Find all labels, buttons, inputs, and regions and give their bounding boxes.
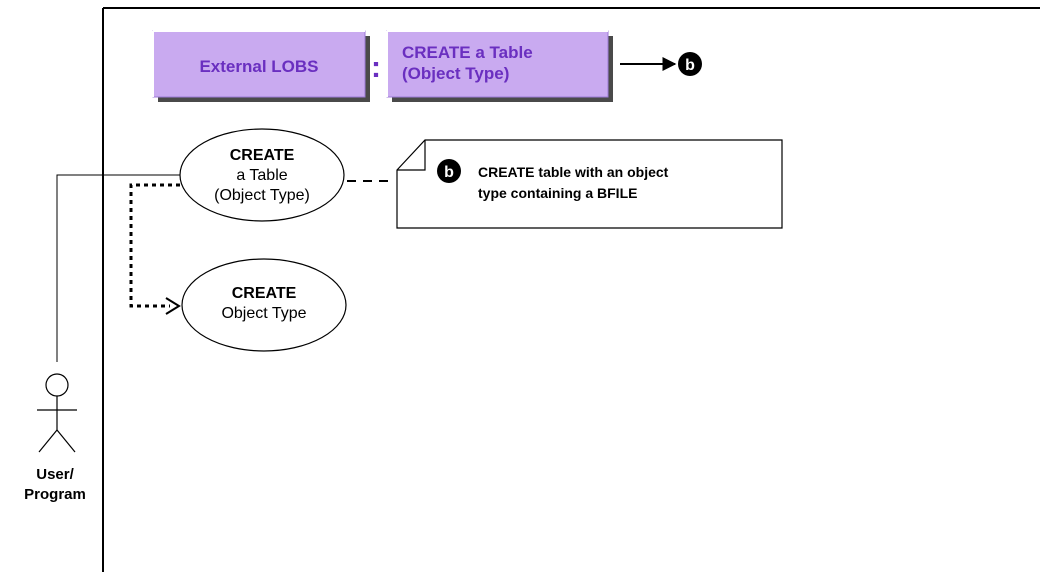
actor-stick-figure-icon[interactable] xyxy=(37,373,77,453)
header-marker-b[interactable]: b xyxy=(678,52,702,76)
diagram-frame xyxy=(102,7,1040,572)
create-table-header-line2: (Object Type) xyxy=(402,64,509,83)
note-box[interactable]: b CREATE table with an object type conta… xyxy=(396,139,783,229)
actor-label-line1: User/ xyxy=(36,466,74,483)
use-case-create-object-type[interactable]: CREATE Object Type xyxy=(181,258,347,352)
create-object-type-line2: Object Type xyxy=(221,305,306,322)
header-marker-label: b xyxy=(685,57,695,74)
create-object-type-line1: CREATE xyxy=(232,285,297,302)
include-dependency-arrow xyxy=(129,183,181,315)
external-lobs-label: External LOBS xyxy=(199,57,318,76)
create-table-line3: (Object Type) xyxy=(214,187,310,204)
use-case-create-table[interactable]: CREATE a Table (Object Type) xyxy=(179,128,345,222)
actor-label-line2: Program xyxy=(24,486,86,503)
create-table-line1: CREATE xyxy=(230,147,295,164)
note-marker-label: b xyxy=(444,164,454,181)
actor-association-line xyxy=(56,174,180,362)
external-lobs-box[interactable]: External LOBS xyxy=(152,30,370,102)
note-line2: type containing a BFILE xyxy=(478,185,637,201)
header-separator: : xyxy=(371,51,381,84)
note-marker-b: b xyxy=(437,159,461,183)
create-table-header-line1: CREATE a Table xyxy=(402,43,533,62)
create-table-line2: a Table xyxy=(236,167,287,184)
note-line1: CREATE table with an object xyxy=(478,164,669,180)
create-table-header-box[interactable]: CREATE a Table (Object Type) xyxy=(386,30,613,102)
